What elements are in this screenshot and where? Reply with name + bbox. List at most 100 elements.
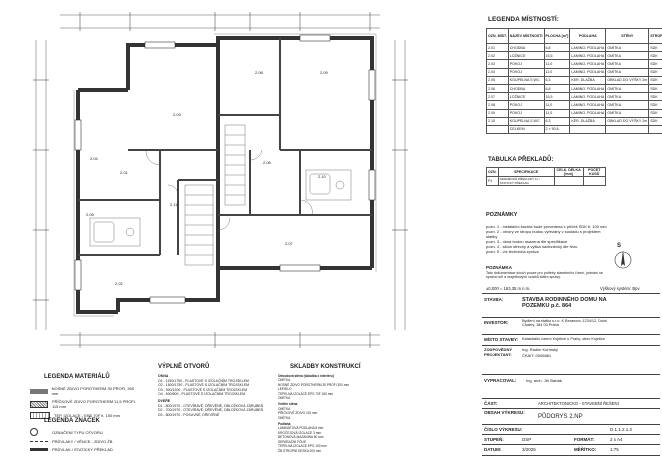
list-item: BETONOVÁ MAZANINA 50 mm [278,435,324,440]
north-label: S [617,243,622,249]
header-cell: OZN. [486,167,499,177]
tb-cast-label: ČÁST: [484,401,498,406]
openings-doors-heading: DVEŘE [158,398,171,403]
table-cell: P1 [486,176,499,186]
table-cell: SDK [648,92,662,102]
openings-title: VÝPLNĚ OTVORŮ [158,364,210,370]
sign-label: OZNAČENÍ TYPU OTVORU [52,429,103,435]
table-cell: OMÍTKA [605,100,650,110]
header-cell: OZN. MÍST. [486,28,509,44]
table-cell: 2.04 [486,67,509,77]
tb-zodp-value: Ing. Radim Kořínský [522,347,559,352]
tb-datum-label: DATUM: [484,447,502,452]
table-cell: KER. DLAŽBA [569,75,607,85]
notes-title: POZNÁMKY [486,212,518,218]
room-label-2-08: 2.08 [255,70,264,75]
room-label-2-09: 2.09 [320,70,329,75]
table-cell: SDK [648,42,662,53]
room-label-2-06: 2.06 [263,160,272,165]
tb-misto-row: MÍSTO STAVBY: Katastrální území Kojetice… [482,334,660,346]
transfers-title: TABULKA PŘEKLADŮ: [488,157,554,163]
room-label-2-10: 2.10 [318,174,327,179]
tb-stavba-label: STAVBA: [484,297,504,302]
table-cell: 2.03 [486,59,509,69]
table-cell: 2.02 [486,51,509,61]
sign-label: PRŮVLAKY / VĚNCE - ZDIVO ŽB [52,439,113,444]
table-cell: OBKLAD DO VÝŠKY 2m [605,75,650,85]
north-arrow-icon [614,250,632,269]
openings-list: OKNA O1 - 1150/1750 - PLASTOVÉ S IZOLAČN… [158,374,268,417]
material-swatch [30,388,48,394]
dashed-line-icon [30,441,48,442]
tb-cast-value: ARCHITEKTONICKO - STAVEBNÍ ŘEŠENÍ [538,401,619,406]
table-cell: OBKLAD DO VÝŠKY 2m [605,116,650,126]
room-label-2-02: 2.02 [115,281,124,286]
table-cell: 2.08 [486,100,509,110]
table-cell: 2.10 [486,116,509,126]
list-item: TEPELNÁ IZOLACE EPS 100 mm [278,444,327,449]
table-cell: SDK [648,59,662,69]
tb-stupen-value: DSP [522,437,532,442]
table-cell: 11,0 [543,59,571,69]
room-label-2-04: 2.04 [90,156,99,161]
list-item: KROČEJOVÁ IZOLACE 3 mm [278,430,322,435]
table-cell: SDK [648,83,662,94]
material-label: NOSNÉ ZDIVO POROTHERM 30 PROFI, 300 mm [51,386,135,396]
list-item: PRŮVLAKY / VĚNCE - ZDIVO ŽB [30,439,140,444]
tb-investor-value: Bydlení na statku s.r.o. K Beranovu 1234… [522,319,608,327]
tb-cislo-label: ČÍSLO VÝKRESU: [484,427,523,432]
table-cell: LAMINO. PODLAHA [569,108,607,118]
table-cell [486,124,509,135]
table-cell: LOŽNICE [507,92,545,102]
room-legend-table: OZN. MÍST. NÁZEV MÍSTNOSTI PLOCHA [m²] P… [486,28,662,135]
tb-obsah-row: OBSAH VÝKRESU: PŮDORYS 2.NP [482,408,660,423]
list-item: O2 - 1500/1750 - PLASTOVÉ S IZOLAČNÍM TR… [158,383,250,388]
tb-zodp-label: ZODPOVĚDNÝ PROJEKTANT: [484,347,513,357]
tb-misto-label: MÍSTO STAVBY: [484,337,519,342]
elevation-system: Výškový systém: Bpv [600,286,640,291]
table-cell [553,176,584,186]
table-cell: SDK [648,75,662,85]
tb-investor-label: INVESTOR: [484,320,509,325]
table-cell: POKOJ [507,100,545,110]
table-cell [605,124,650,135]
room-label-2-11: 2.11 [170,202,178,207]
transfers-table: OZN. SPECIFIKACE CELK. DÉLKA [mm] POČET … [486,167,607,186]
tb-vypracoval-label: VYPRACOVAL: [484,378,517,383]
list-item: O3 - 900/1200 - PLASTOVÉ S IZOLAČNÍM TRO… [158,387,248,392]
table-cell: OMÍTKA [605,51,650,61]
tb-stupen-row: STUPEŇ: DSP FORMÁT: 2 x A4 [482,434,660,445]
header-cell: NÁZEV MÍSTNOSTI [507,28,545,44]
note-item: pozn. 3 - okna budou osazena dle specifi… [486,239,568,244]
header-cell: CELK. DÉLKA [mm] [553,167,584,177]
list-item: LAMINÁTOVÁ PODLAHA 8 mm [278,426,324,431]
tb-datum-value: 3/2025 [522,447,536,452]
list-item: TEP. IZOLACE - EPS 70F tl. 150 mm [30,412,140,419]
tb-cast-row: ČÁST: ARCHITEKTONICKO - STAVEBNÍ ŘEŠENÍ [482,398,660,409]
table-cell: 11,0 [543,100,571,110]
header-cell: STROP [648,28,662,44]
table-cell: LOŽNICE [507,51,545,61]
table-cell: 2.07 [486,92,509,102]
list-item: SEPARAČNÍ FÓLIE [278,439,307,444]
tb-cakit: ČKAIT: 0006881 [522,353,552,358]
tb-vypracoval-value: Ing. arch. Jiří Barták [526,378,562,383]
table-cell: OMÍTKA [605,83,650,94]
room-label-2-07: 2.07 [285,241,294,246]
table-cell: POKOJ [507,59,545,69]
list-item: OZNAČENÍ TYPU OTVORU [30,428,140,436]
tb-format-value: 2 x A4 [610,437,623,442]
room-label-2-01: 2.01 [120,170,129,175]
tb-investor-row: INVESTOR: Bydlení na statku s.r.o. K Ber… [482,317,660,335]
header-cell: PODLAHA [569,28,607,44]
material-swatch [30,400,48,408]
tb-meritko-label: MĚŘÍTKO: [574,447,597,452]
compositions-title: SKLADBY KONSTRUKCÍ [290,364,361,370]
table-cell: KER. DLAŽBA [569,116,607,126]
